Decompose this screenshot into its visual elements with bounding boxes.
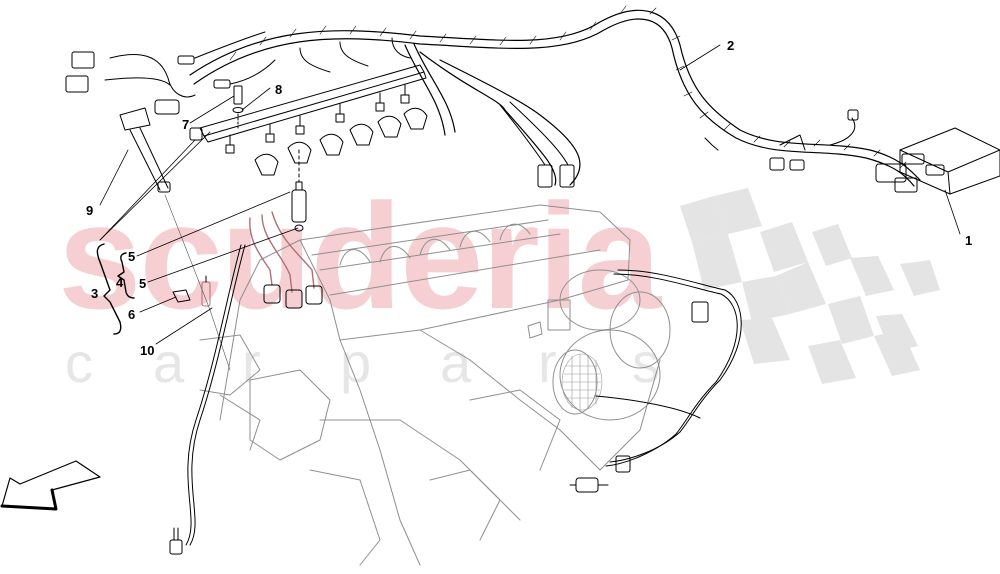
watermark-car-parts-a1: a: [153, 331, 185, 394]
leader-lines: [99, 44, 961, 345]
watermark-car-parts-p: p: [340, 331, 372, 394]
callout-5-seal-lower[interactable]: 5: [139, 276, 147, 291]
ecu: [704, 109, 1000, 195]
ignition-coil-and-pigtails: [65, 31, 276, 193]
injector: [291, 149, 307, 232]
callout-6-clip[interactable]: 6: [128, 307, 136, 322]
callout-1-ecu[interactable]: 1: [965, 233, 973, 248]
air-flow-meter-cable: [569, 269, 742, 493]
callout-4-injector-assembly[interactable]: 4: [116, 275, 124, 290]
callout-5-seal-upper[interactable]: 5: [128, 249, 136, 264]
callout-10-spark-plug[interactable]: 10: [140, 343, 155, 358]
air-flow-meter-mesh: [561, 353, 603, 411]
lead-boots: [263, 284, 323, 309]
front-direction-arrow-icon: [0, 460, 101, 511]
injector-connectors: [254, 37, 575, 188]
callout-2-wiring-harness[interactable]: 2: [727, 38, 735, 53]
callout-3-injector-kit[interactable]: 3: [91, 286, 99, 301]
watermark-car-parts-a2: a: [440, 331, 472, 394]
fuel-rail: [199, 64, 427, 154]
harness-hatching: [229, 5, 907, 169]
callout-8-washer[interactable]: 8: [275, 82, 283, 97]
callout-9-ignition-coil[interactable]: 9: [86, 203, 94, 218]
screw-and-washer: [232, 85, 244, 131]
ignition-leads: [249, 211, 315, 293]
intake-manifold: [199, 204, 671, 566]
group-brackets: [96, 243, 135, 335]
clip-and-spark-plug: [164, 194, 231, 371]
callout-7-screw[interactable]: 7: [182, 117, 190, 132]
watermark-car-parts-c: c: [65, 331, 93, 394]
watermark-scuderia: scuderia: [58, 172, 661, 340]
watermark-car-parts-r2: r: [538, 331, 557, 394]
wiring-harness: [189, 9, 921, 187]
temperature-sensor-cable: [169, 244, 246, 555]
